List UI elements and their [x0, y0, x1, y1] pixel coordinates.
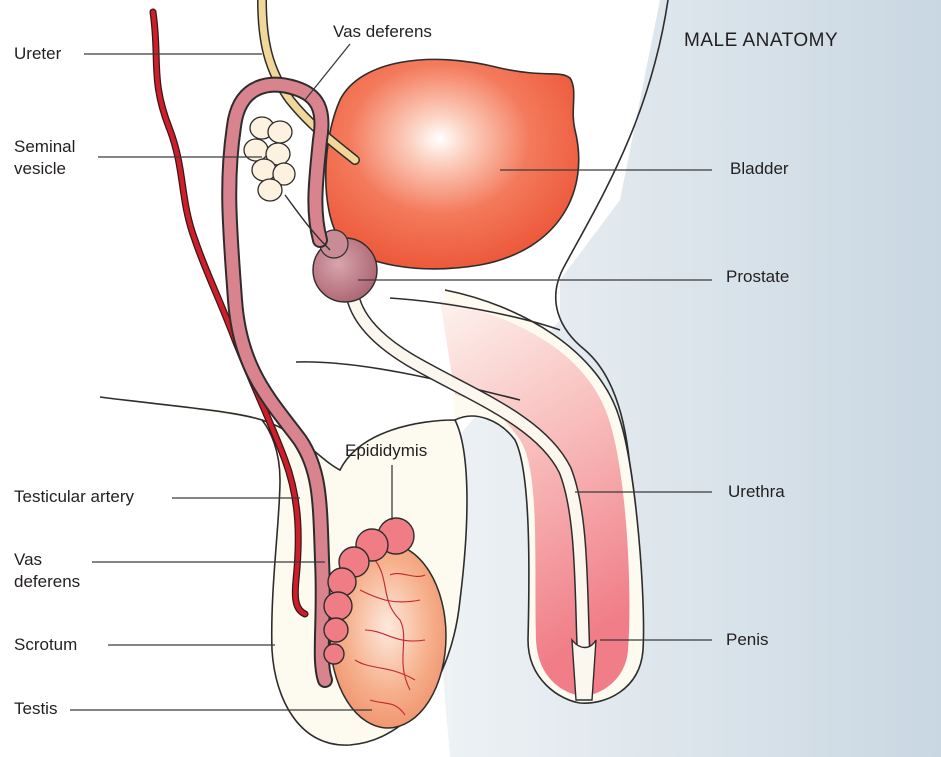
label-testis: Testis	[14, 699, 57, 718]
label-penis: Penis	[726, 630, 769, 649]
label-vas-deferens-top: Vas deferens	[333, 22, 432, 41]
label-prostate: Prostate	[726, 267, 789, 286]
label-testicular-artery: Testicular artery	[14, 487, 134, 506]
label-ureter: Ureter	[14, 44, 62, 63]
label-seminal-vesicle-line2: vesicle	[14, 159, 66, 178]
label-scrotum: Scrotum	[14, 635, 77, 654]
label-epididymis: Epididymis	[345, 441, 427, 460]
diagram-title: MALE ANATOMY	[684, 30, 838, 51]
label-vas-deferens-lower-line2: deferens	[14, 572, 80, 591]
label-vas-deferens-lower-line1: Vas	[14, 550, 42, 569]
label-seminal-vesicle-line1: Seminal	[14, 137, 75, 156]
label-bladder: Bladder	[730, 159, 789, 178]
bladder-shape	[326, 59, 579, 268]
label-urethra: Urethra	[728, 482, 785, 501]
glans-tip	[572, 640, 596, 700]
